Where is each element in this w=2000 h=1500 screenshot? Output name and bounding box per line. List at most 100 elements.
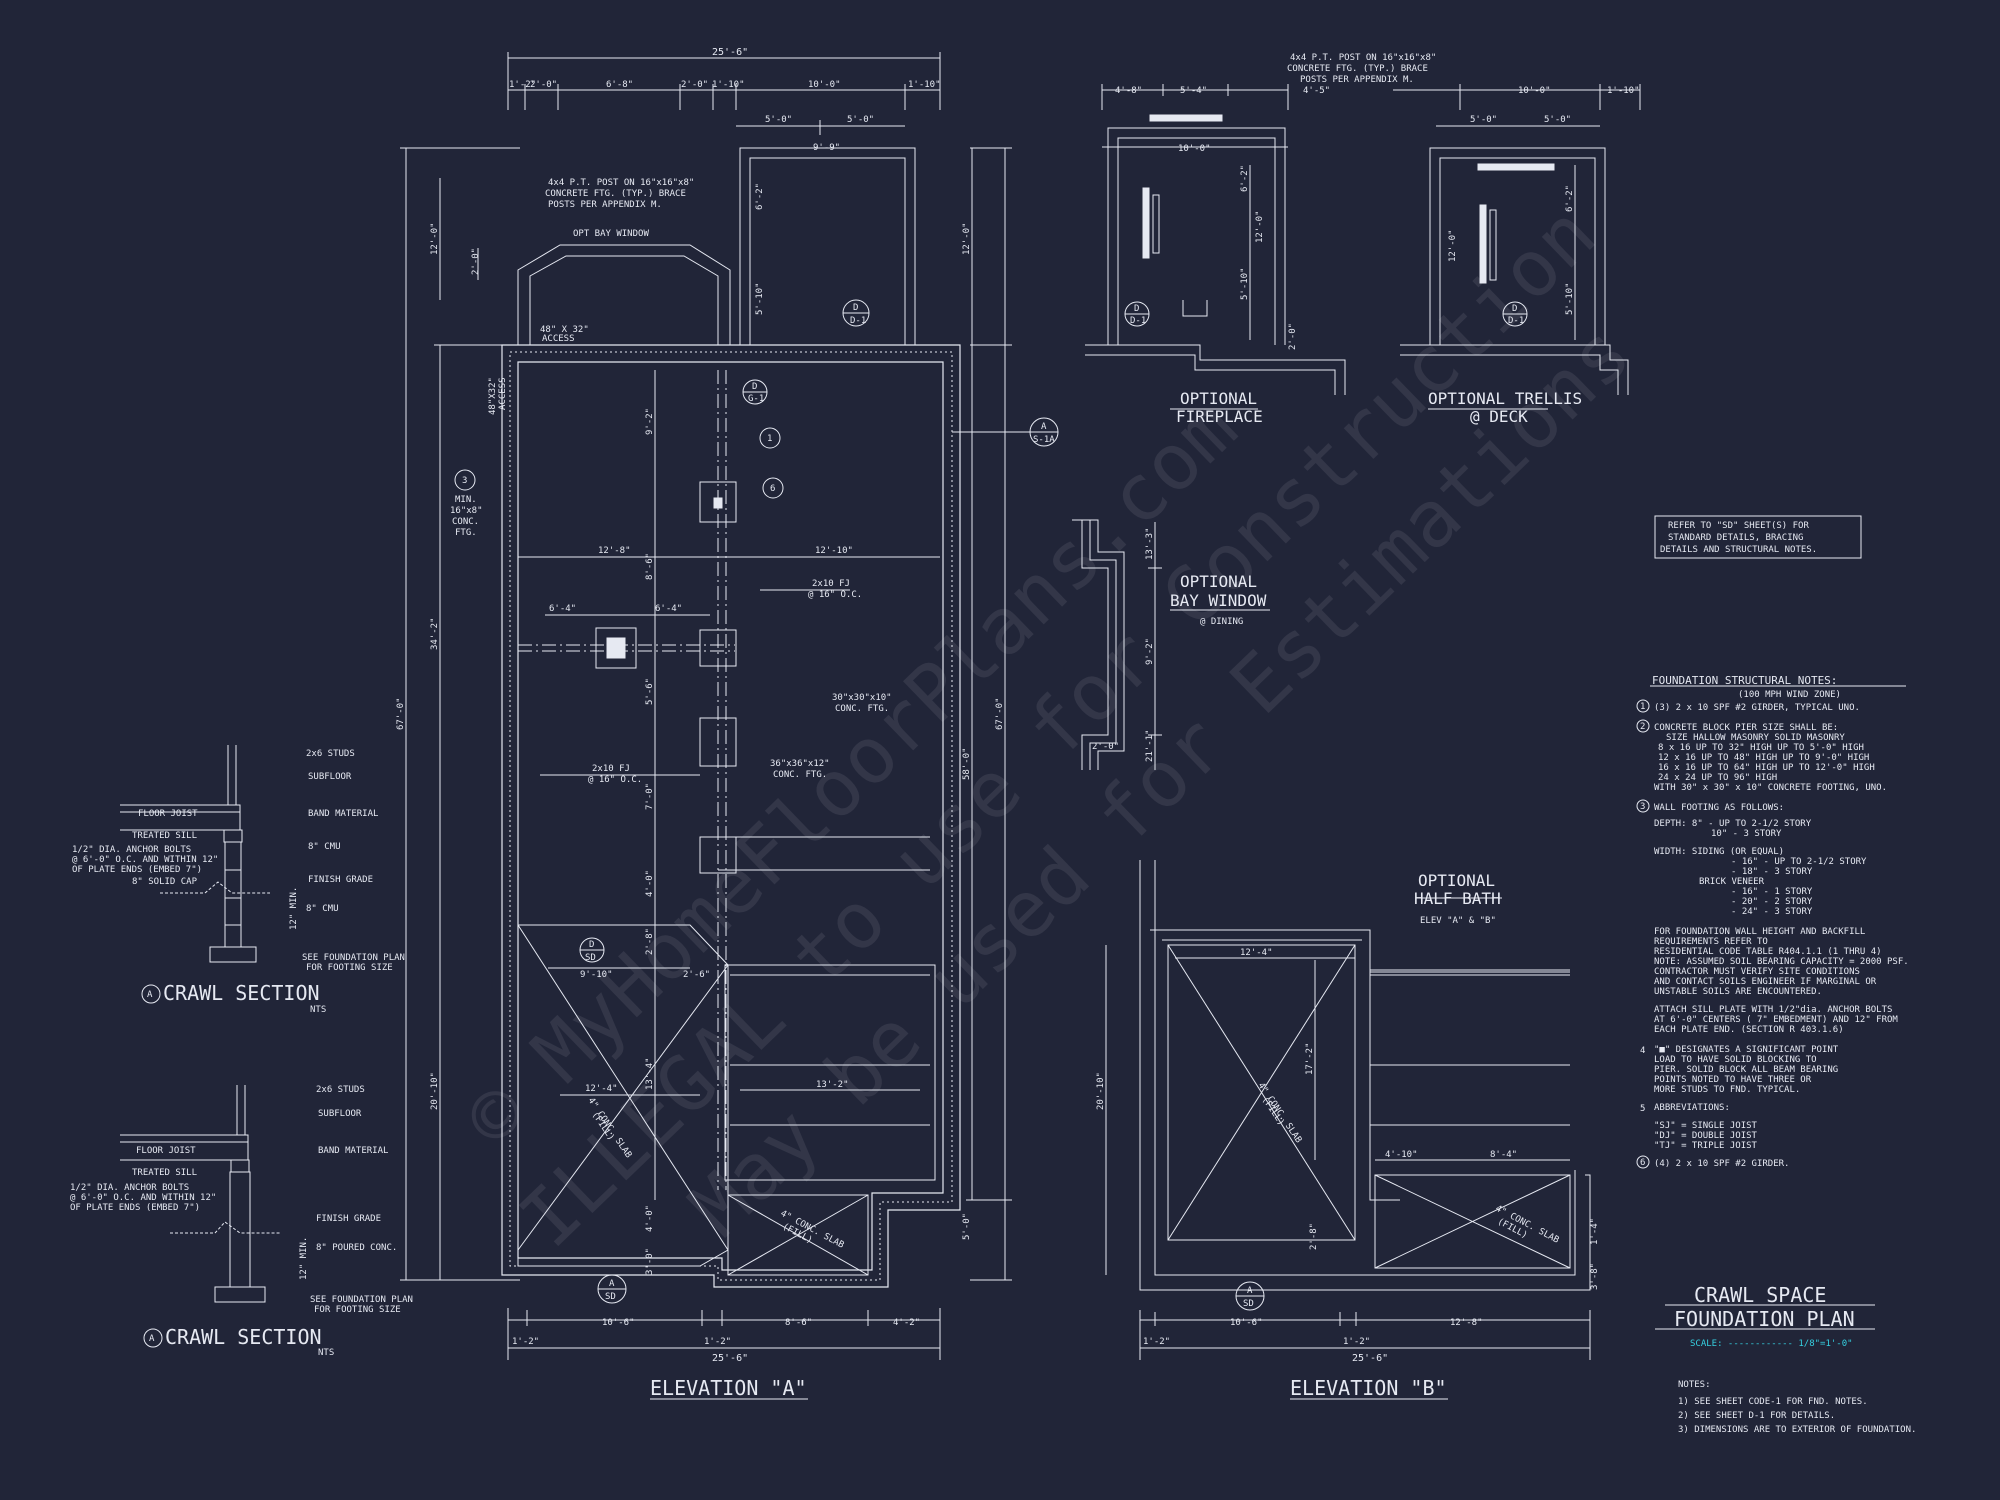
callout-d-bottom: D-1 xyxy=(850,316,866,326)
elev-a-conc-ftg-1: 30"x30"x10" xyxy=(832,693,892,703)
elev-a-dim-inner-13: 12'-4" xyxy=(585,1084,618,1094)
elev-b-drawing xyxy=(1105,860,1591,1360)
trellis-callout-bottom: D-1 xyxy=(1508,316,1524,326)
elev-b-callout-bottom: SD xyxy=(1243,1299,1254,1309)
fireplace-post-note-3: POSTS PER APPENDIX M. xyxy=(1300,75,1414,85)
crawl-section-1-drawing xyxy=(120,745,270,963)
elev-a-post-note-2: CONCRETE FTG. (TYP.) BRACE xyxy=(545,189,686,199)
callout-g-bottom: G-1 xyxy=(748,394,764,404)
callout-d-top: D xyxy=(853,303,858,313)
elev-a-dim-left-3: 12'-0" xyxy=(430,222,440,255)
elev-b-dim-11: 1'-2" xyxy=(1343,1337,1370,1347)
structural-note-line-33: MORE STUDS TO FND. TYPICAL. xyxy=(1654,1085,1800,1095)
elev-a-dim-inner-6: 8'-6" xyxy=(645,553,655,580)
elev-b-label: ELEVATION "B" xyxy=(1290,1376,1447,1400)
elev-a-dim-inner-4: 6'-4" xyxy=(655,604,682,614)
elev-a-dim-inner-12: 2'-6" xyxy=(683,970,710,980)
section-2-label-9: FINISH GRADE xyxy=(316,1214,381,1224)
section-1-label-13: 12" MIN. xyxy=(289,887,299,930)
elev-a-dim-right-4: 5'-0" xyxy=(962,1213,972,1240)
structural-notes-subtitle: (100 MPH WIND ZONE) xyxy=(1738,690,1841,700)
section-2-label-6: 1/2" DIA. ANCHOR BOLTS xyxy=(70,1183,189,1193)
callout-one: 1 xyxy=(767,434,772,444)
structural-note-line-4: 8 x 16 UP TO 32" HIGH UP TO 5'-0" HIGH xyxy=(1658,743,1864,753)
elev-a-dim-inner-7: 5'-6" xyxy=(645,678,655,705)
elev-a-dim-inner-1: 12'-8" xyxy=(598,546,631,556)
bay-dim-2: 9'-2" xyxy=(1145,638,1155,665)
structural-note-line-31: PIER. SOLID BLOCK ALL BEAM BEARING xyxy=(1654,1065,1838,1075)
section-1-label-8: OF PLATE ENDS (EMBED 7") xyxy=(72,865,202,875)
section-2-label-12: SEE FOUNDATION PLAN xyxy=(310,1295,413,1305)
elev-a-dim-top-4: 2'-0" xyxy=(681,80,708,90)
fireplace-dim-4: 6'-2" xyxy=(1240,165,1250,192)
structural-note-line-16: - 16" - 1 STORY xyxy=(1731,887,1813,897)
elev-a-dim-inner-14: 13'-4" xyxy=(645,1057,655,1090)
elev-b-dim-3: 17'-2" xyxy=(1305,1042,1315,1075)
trellis-dim-1: 4'-5" xyxy=(1303,86,1330,96)
section-1-label-1: 2x6 STUDS xyxy=(306,749,355,759)
section-2-label-3: FLOOR JOIST xyxy=(136,1146,196,1156)
bay-dim-4: 2'-0" xyxy=(1092,742,1119,752)
elev-a-ftg36-1: 36"x36"x12" xyxy=(770,759,830,769)
elev-a-min-ftg-1: MIN. xyxy=(455,495,477,505)
elev-b-dim-8: 3'-8" xyxy=(1590,1263,1600,1290)
structural-note-line-10: DEPTH: 8" - UP TO 2-1/2 STORY xyxy=(1654,819,1812,829)
trellis-label-2: @ DECK xyxy=(1470,407,1528,426)
fireplace-post-note-2: CONCRETE FTG. (TYP.) BRACE xyxy=(1287,64,1428,74)
callout-sd2-top: D xyxy=(589,940,594,950)
elev-a-dim-inner-3: 6'-4" xyxy=(549,604,576,614)
elev-a-label: ELEVATION "A" xyxy=(650,1376,807,1400)
elev-a-dimensions xyxy=(400,52,1012,1360)
note-num-6-circle xyxy=(1636,1155,1650,1169)
elev-a-dim-right-3: 58'-0" xyxy=(962,747,972,780)
elev-a-dim-inner-2: 12'-10" xyxy=(815,546,853,556)
elev-a-fj-1a: 2x10 FJ xyxy=(812,579,850,589)
bay-label-sub: @ DINING xyxy=(1200,617,1243,627)
callout-g-top: D xyxy=(752,382,757,392)
elev-b-dim-2: 20'-10" xyxy=(1096,1072,1106,1110)
section-2-label-1: 2x6 STUDS xyxy=(316,1085,365,1095)
elev-a-access-1: 48" X 32" xyxy=(540,325,589,335)
elev-a-dim-bottom-1: 1'-2" xyxy=(512,1337,539,1347)
structural-note-line-32: POINTS NOTED TO HAVE THREE OR xyxy=(1654,1075,1812,1085)
bay-label-2: BAY WINDOW xyxy=(1170,591,1267,610)
section-2-marker: A xyxy=(149,1334,155,1344)
section-1-label-3: FLOOR JOIST xyxy=(138,809,198,819)
structural-note-line-30: LOAD TO HAVE SOLID BLOCKING TO xyxy=(1654,1055,1817,1065)
refer-box-line-1: REFER TO "SD" SHEET(S) FOR xyxy=(1668,521,1809,531)
elev-a-dim-bottom-5: 4'-2" xyxy=(893,1318,920,1328)
elev-a-min-ftg-2: 16"x8" xyxy=(450,506,483,516)
trellis-dim-8: 5'-10" xyxy=(1565,282,1575,315)
elev-a-dim-top-6: 10'-0" xyxy=(808,80,841,90)
structural-note-line-8: WITH 30" x 30" x 10" CONCRETE FOOTING, U… xyxy=(1654,783,1887,793)
elev-a-bay-note: OPT BAY WINDOW xyxy=(573,229,649,239)
note-num-1: 1 xyxy=(1640,702,1645,712)
structural-note-line-23: CONTRACTOR MUST VERIFY SITE CONDITIONS xyxy=(1654,967,1860,977)
elev-b-dim-10: 10'-6" xyxy=(1230,1318,1263,1328)
structural-note-line-27: AT 6'-0" CENTERS ( 7" EMBEDMENT) AND 12"… xyxy=(1654,1015,1898,1025)
section-2-label-8: OF PLATE ENDS (EMBED 7") xyxy=(70,1203,200,1213)
elev-a-inner-dims xyxy=(535,370,935,1200)
fireplace-callout-bottom: D-1 xyxy=(1130,316,1146,326)
elev-a-dim-inner-20: 9'-9" xyxy=(813,143,840,153)
elev-a-dim-overall-top: 25'-6" xyxy=(712,47,748,58)
callout-six: 6 xyxy=(770,484,775,494)
section-2-label-13: FOR FOOTING SIZE xyxy=(314,1305,401,1315)
elev-b-dim-overall: 25'-6" xyxy=(1352,1353,1388,1364)
callout-sd-bottom: SD xyxy=(605,1292,616,1302)
elev-a-dim-bottom-3: 1'-2" xyxy=(704,1337,731,1347)
fireplace-post-note-1: 4x4 P.T. POST ON 16"x16"x8" xyxy=(1290,53,1436,63)
elev-a-dim-inner-15: 13'-2" xyxy=(816,1080,849,1090)
refer-box-line-2: STANDARD DETAILS, BRACING xyxy=(1668,533,1803,543)
elev-a-callouts xyxy=(454,299,1059,1304)
section-1-label-14: SEE FOUNDATION PLAN xyxy=(302,953,405,963)
trellis-dim-7: 12'-0" xyxy=(1448,229,1458,262)
structural-note-line-13: - 16" - UP TO 2-1/2 STORY xyxy=(1731,857,1867,867)
section-1-title: CRAWL SECTION xyxy=(163,981,320,1005)
structural-note-line-17: - 20" - 2 STORY xyxy=(1731,897,1813,907)
structural-note-line-7: 24 x 24 UP TO 96" HIGH xyxy=(1658,773,1777,783)
section-2-label-7: @ 6'-0" O.C. AND WITHIN 12" xyxy=(70,1193,216,1203)
elev-a-dim-top-1: 1'-2" xyxy=(509,80,536,90)
fireplace-dim-1: 4'-8" xyxy=(1115,86,1142,96)
